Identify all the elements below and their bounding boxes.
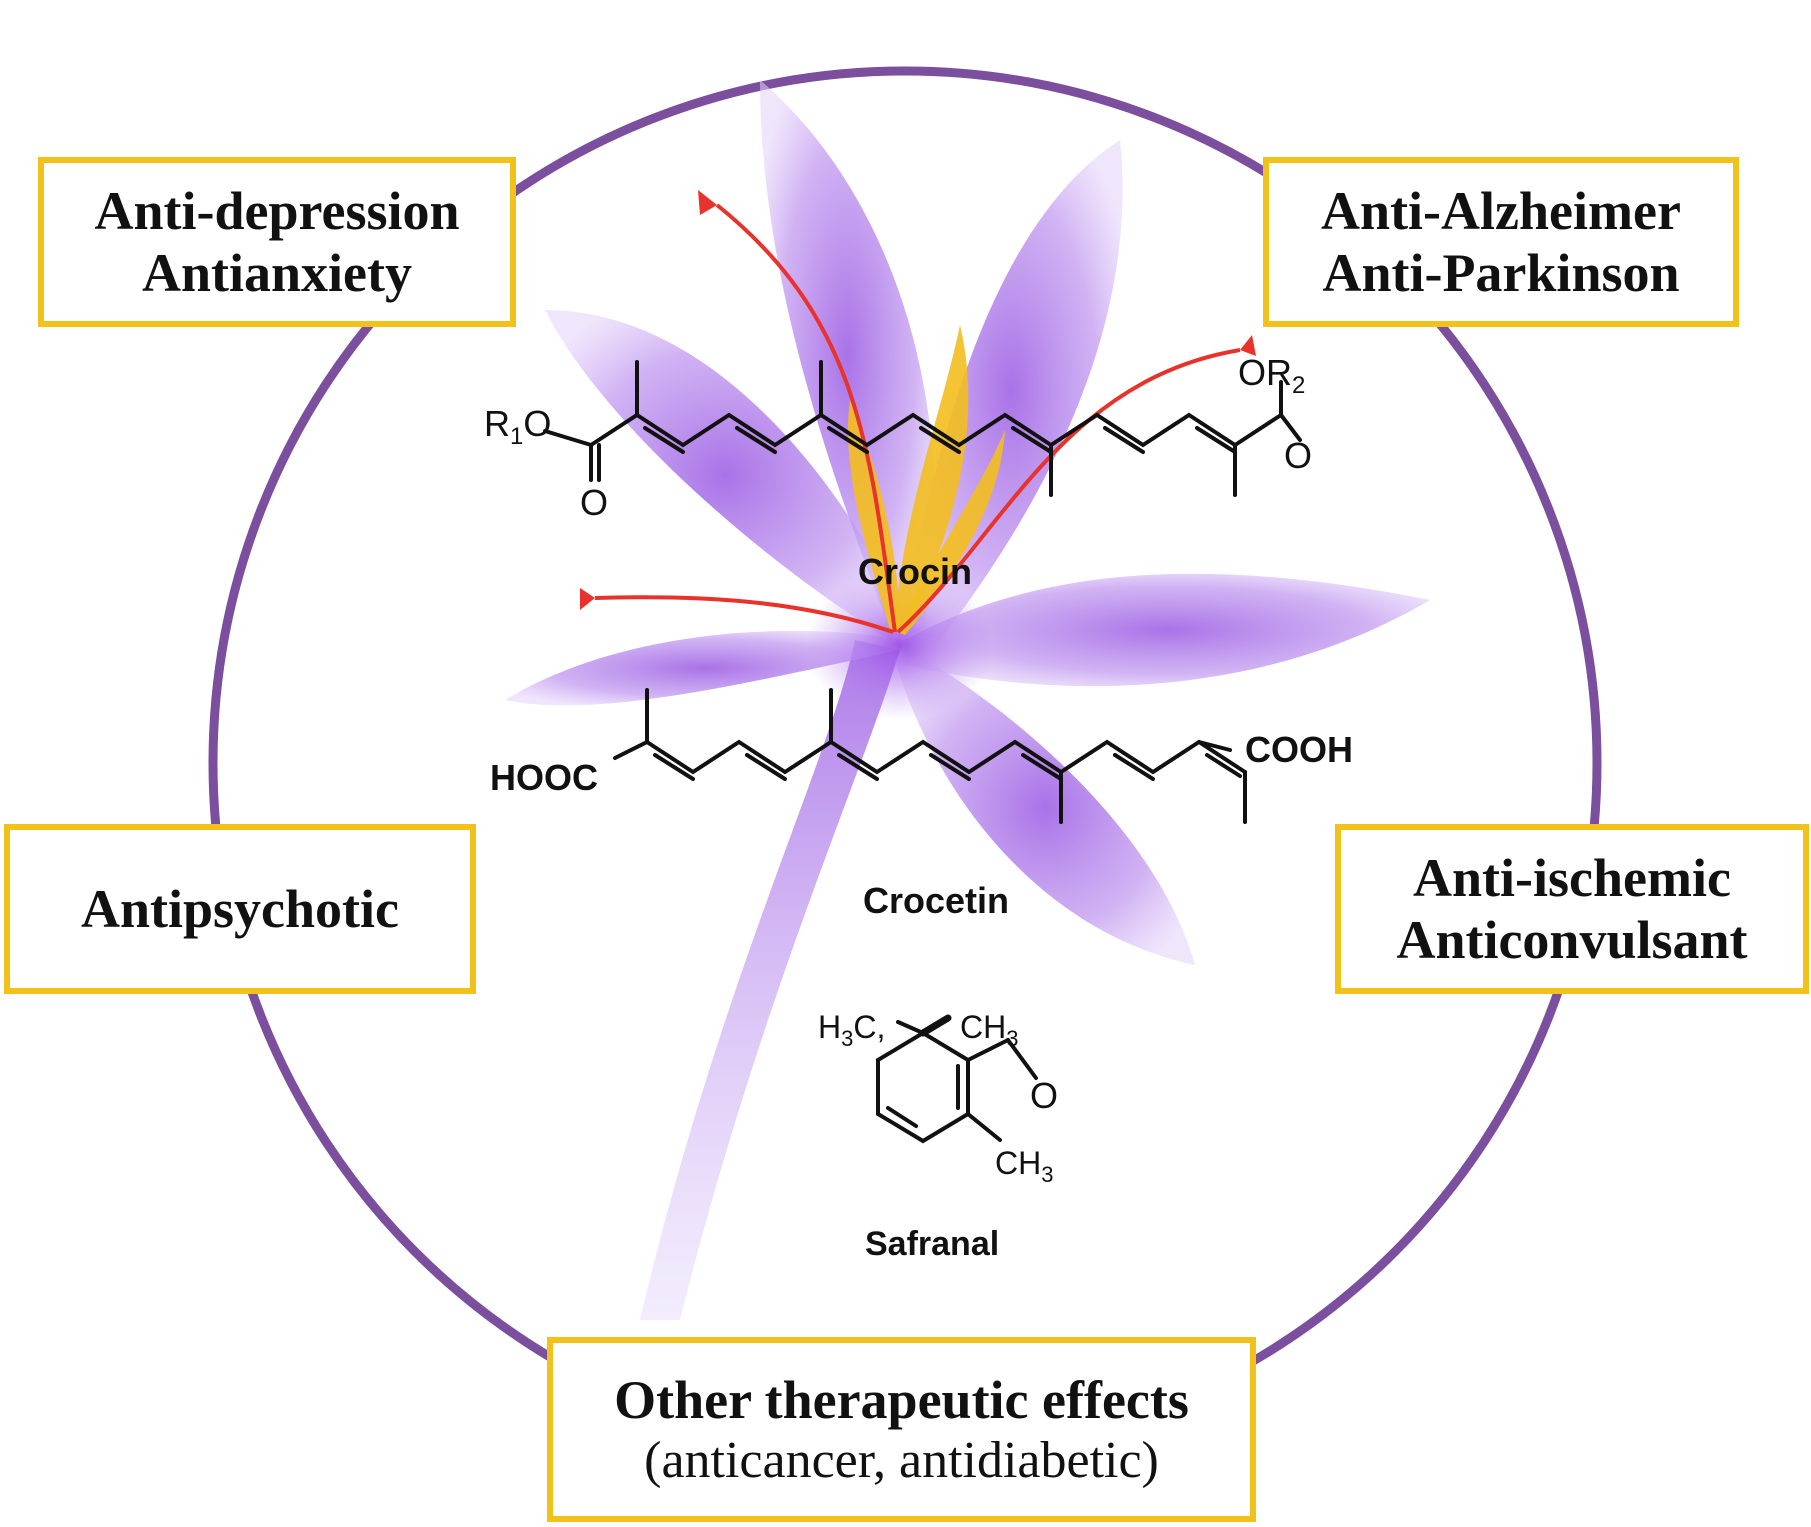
crocetin-structure (613, 688, 1247, 824)
stigma-3 (594, 595, 894, 634)
stigma-2 (896, 348, 1241, 634)
crocin-labels: R1O O OR2 O Crocin (484, 352, 1312, 592)
crocin-r1o: R1O (484, 403, 551, 450)
crocin-right-o: O (1284, 435, 1312, 476)
saffron-flower-illustration (505, 80, 1430, 1320)
effect-box-antipsychotic: Antipsychotic (4, 824, 476, 994)
petal-top-left (760, 80, 935, 630)
anther-2 (895, 325, 969, 632)
flower-center (805, 570, 995, 720)
effect-label: Other therapeutic effects (614, 1369, 1189, 1430)
safranal-labels: H3C, CH3 O CH3 Safranal (818, 1009, 1058, 1263)
effect-sublabel: (anticancer, antidiabetic) (644, 1431, 1159, 1489)
anther-3 (898, 430, 1005, 635)
effect-box-alzheimer-parkinson: Anti-Alzheimer Anti-Parkinson (1263, 157, 1739, 327)
petal-lower-left (505, 630, 905, 706)
effect-label: Anti-Alzheimer (1321, 181, 1681, 241)
effect-label: Antianxiety (142, 243, 412, 303)
crocin-or2: OR2 (1238, 352, 1305, 399)
safranal-name: Safranal (865, 1225, 999, 1263)
crocin-name: Crocin (858, 551, 972, 592)
stigma-tip-2 (1240, 335, 1256, 356)
stigma-tip-1 (698, 190, 717, 215)
effect-box-depression-anxiety: Anti-depression Antianxiety (38, 157, 516, 327)
crocetin-name: Crocetin (863, 880, 1009, 921)
effect-box-other: Other therapeutic effects (anticancer, a… (547, 1337, 1256, 1522)
effect-label: Anti-Parkinson (1322, 243, 1680, 303)
safranal-ch3-top: CH3 (960, 1009, 1018, 1051)
effect-label: Anti-ischemic (1413, 848, 1731, 908)
safranal-structure (876, 1014, 1038, 1144)
petal-right (905, 573, 1430, 687)
stem (640, 640, 900, 1320)
stigma-tip-3 (580, 588, 595, 610)
safranal-h3c: H3C, (818, 1009, 885, 1051)
effect-box-ischemic-convulsant: Anti-ischemic Anticonvulsant (1335, 824, 1809, 994)
effect-label: Anticonvulsant (1396, 910, 1748, 970)
crocetin-hooc: HOOC (490, 757, 598, 798)
crocin-structure (543, 360, 1302, 497)
petal-top-right (900, 140, 1123, 640)
safranal-aldehyde-o: O (1030, 1075, 1058, 1116)
crocetin-labels: HOOC COOH Crocetin (490, 729, 1353, 921)
crocetin-cooh: COOH (1245, 729, 1353, 770)
stigma-1 (715, 203, 897, 633)
effect-label: Antipsychotic (80, 879, 399, 939)
petal-lower-right (895, 650, 1195, 965)
crocin-carbonyl-o: O (580, 482, 608, 523)
safranal-ch3-bottom: CH3 (995, 1145, 1053, 1187)
effect-label: Anti-depression (94, 181, 460, 241)
